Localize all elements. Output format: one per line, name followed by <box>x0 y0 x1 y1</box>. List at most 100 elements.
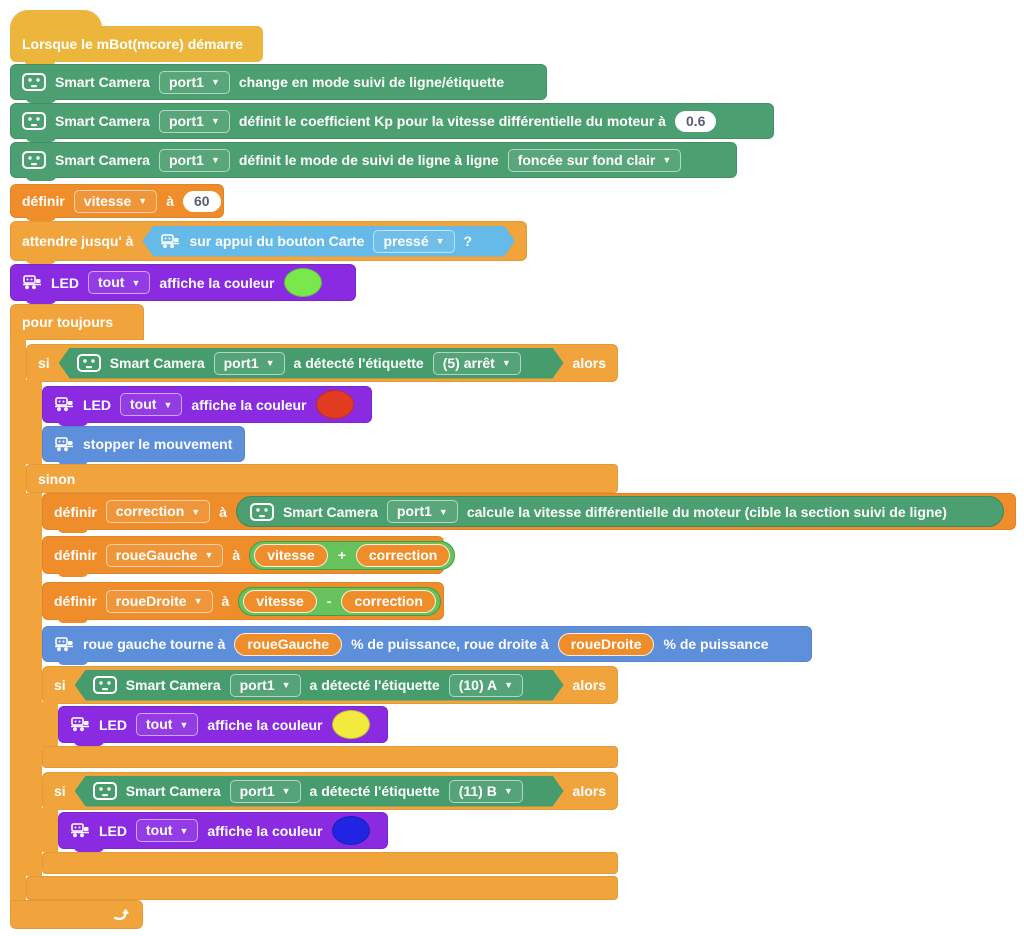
led-target-dropdown[interactable]: tout▼ <box>88 271 151 294</box>
port-dropdown[interactable]: port1▼ <box>158 148 230 172</box>
led-target-dropdown[interactable]: tout▼ <box>136 713 199 736</box>
if-block-footer[interactable] <box>42 852 618 874</box>
variable-vitesse-reporter[interactable]: vitesse <box>243 589 317 613</box>
else-wall[interactable] <box>26 493 42 876</box>
else-bar[interactable]: sinon <box>26 464 618 493</box>
port-dropdown[interactable]: port1▼ <box>230 780 301 803</box>
color-swatch[interactable] <box>331 816 370 845</box>
minus-sign: - <box>326 593 332 609</box>
color-swatch[interactable] <box>315 390 354 419</box>
value-input[interactable]: 60 <box>182 190 221 212</box>
device-label: Smart Camera <box>125 677 221 693</box>
mbot-robot-icon <box>70 717 90 732</box>
set-variable-vitesse-block[interactable]: définir vitesse▼ à 60 <box>10 184 224 221</box>
wheel-power-block[interactable]: roue gauche tourne à roueGauche % de pui… <box>42 626 812 665</box>
forever-block-header[interactable]: pour toujours <box>10 304 144 340</box>
forever-block-wall[interactable] <box>10 338 26 902</box>
led-color-block[interactable]: LED tout▼ affiche la couleur <box>10 264 356 304</box>
variable-dropdown[interactable]: roueGauche▼ <box>105 543 224 567</box>
kp-value-input[interactable]: 0.6 <box>674 110 717 132</box>
stop-movement-block[interactable]: stopper le mouvement <box>42 426 245 465</box>
forever-block-footer[interactable] <box>10 900 143 929</box>
else-label: sinon <box>38 470 76 487</box>
variable-vitesse-reporter[interactable]: vitesse <box>254 543 328 567</box>
camera-detect-tag-boolean[interactable]: Smart Camera port1▼ a détecté l'étiquett… <box>75 776 564 807</box>
led-target-dropdown[interactable]: tout▼ <box>120 393 183 416</box>
port-dropdown[interactable]: port1▼ <box>386 500 458 523</box>
tag-dropdown[interactable]: (5) arrêt▼ <box>433 352 521 375</box>
chevron-down-icon: ▼ <box>265 358 275 368</box>
mbot-robot-icon <box>54 397 74 412</box>
forever-label: pour toujours <box>22 314 113 330</box>
block-label: affiche la couleur <box>207 716 323 733</box>
block-label: % de puissance <box>663 636 769 652</box>
if-block-wall[interactable] <box>42 808 58 852</box>
led-color-block[interactable]: LED tout▼ affiche la couleur <box>58 812 388 852</box>
line-type-dropdown[interactable]: foncée sur fond clair▼ <box>507 148 682 172</box>
if-block-footer[interactable] <box>42 746 618 768</box>
camera-line-mode-block[interactable]: Smart Camera port1▼ définit le mode de s… <box>10 142 737 181</box>
camera-detect-tag-boolean[interactable]: Smart Camera port1▼ a détecté l'étiquett… <box>59 348 564 379</box>
addition-operator[interactable]: vitesse + correction <box>249 540 456 570</box>
boolean-label: a détecté l'étiquette <box>293 355 424 371</box>
variable-correction-reporter[interactable]: correction <box>355 543 451 567</box>
tag-dropdown[interactable]: (10) A▼ <box>449 674 523 697</box>
block-label: affiche la couleur <box>159 274 275 291</box>
mbot-robot-icon <box>160 234 180 249</box>
variable-dropdown[interactable]: correction▼ <box>105 500 211 523</box>
device-label: Smart Camera <box>109 355 205 371</box>
block-label: affiche la couleur <box>207 822 323 839</box>
chevron-down-icon: ▼ <box>504 680 514 690</box>
smart-camera-icon <box>22 73 46 91</box>
port-dropdown[interactable]: port1▼ <box>158 70 230 94</box>
subtraction-operator[interactable]: vitesse - correction <box>238 586 441 616</box>
led-target-dropdown[interactable]: tout▼ <box>136 819 199 842</box>
variable-correction-reporter[interactable]: correction <box>341 589 436 613</box>
led-color-block[interactable]: LED tout▼ affiche la couleur <box>42 386 372 426</box>
device-label: Smart Camera <box>125 783 221 799</box>
if-block-header[interactable]: si Smart Camera port1▼ a détecté l'étiqu… <box>42 666 618 704</box>
start-hat-block[interactable]: Lorsque le mBot(mcore) démarre <box>10 26 263 66</box>
boolean-label: a détecté l'étiquette <box>309 783 440 799</box>
if-block-header[interactable]: si Smart Camera port1▼ a détecté l'étiqu… <box>42 772 618 810</box>
if-else-block-footer[interactable] <box>26 876 618 900</box>
set-variable-correction-block[interactable]: définir correction▼ à Smart Camera port1… <box>42 493 1016 533</box>
if-block-header[interactable]: si Smart Camera port1▼ a détecté l'étiqu… <box>26 344 618 382</box>
if-keyword: si <box>54 677 66 693</box>
wait-until-block[interactable]: attendre jusqu' à sur appui du bouton Ca… <box>10 221 527 264</box>
variable-dropdown[interactable]: roueDroite▼ <box>105 589 213 613</box>
block-label: % de puissance, roue droite à <box>351 636 549 652</box>
if-block-wall[interactable] <box>26 380 42 464</box>
smart-camera-icon <box>22 112 46 130</box>
color-swatch[interactable] <box>283 268 322 297</box>
then-keyword: alors <box>572 677 606 693</box>
chevron-down-icon: ▼ <box>193 596 203 606</box>
port-dropdown[interactable]: port1▼ <box>214 352 285 375</box>
variable-dropdown[interactable]: vitesse▼ <box>73 189 158 213</box>
pressed-dropdown[interactable]: pressé▼ <box>373 230 454 253</box>
chevron-down-icon: ▼ <box>210 77 220 87</box>
button-pressed-boolean[interactable]: sur appui du bouton Carte pressé▼ ? <box>142 226 515 257</box>
port-dropdown[interactable]: port1▼ <box>230 674 301 697</box>
variable-roueDroite-reporter[interactable]: roueDroite <box>557 632 655 656</box>
camera-differential-speed-reporter[interactable]: Smart Camera port1▼ calcule la vitesse d… <box>235 496 1004 527</box>
set-variable-roueDroite-block[interactable]: définir roueDroite▼ à vitesse - correcti… <box>42 582 444 623</box>
set-variable-roueGauche-block[interactable]: définir roueGauche▼ à vitesse + correcti… <box>42 536 456 577</box>
tag-dropdown[interactable]: (11) B▼ <box>449 780 523 803</box>
port-dropdown[interactable]: port1▼ <box>158 109 230 133</box>
if-block-wall[interactable] <box>42 702 58 748</box>
chevron-down-icon: ▼ <box>438 506 448 517</box>
hat-bump <box>10 10 102 28</box>
then-keyword: alors <box>572 355 606 371</box>
variable-roueGauche-reporter[interactable]: roueGauche <box>234 632 343 656</box>
chevron-down-icon: ▼ <box>435 236 445 246</box>
device-label: Smart Camera <box>282 503 378 520</box>
camera-set-mode-block[interactable]: Smart Camera port1▼ change en mode suivi… <box>10 64 547 103</box>
device-label: Smart Camera <box>55 74 150 90</box>
color-swatch[interactable] <box>331 710 370 739</box>
led-color-block[interactable]: LED tout▼ affiche la couleur <box>58 706 388 746</box>
chevron-down-icon: ▼ <box>281 786 291 796</box>
led-keyword: LED <box>51 274 79 291</box>
camera-detect-tag-boolean[interactable]: Smart Camera port1▼ a détecté l'étiquett… <box>75 670 564 701</box>
camera-set-kp-block[interactable]: Smart Camera port1▼ définit le coefficie… <box>10 103 774 142</box>
